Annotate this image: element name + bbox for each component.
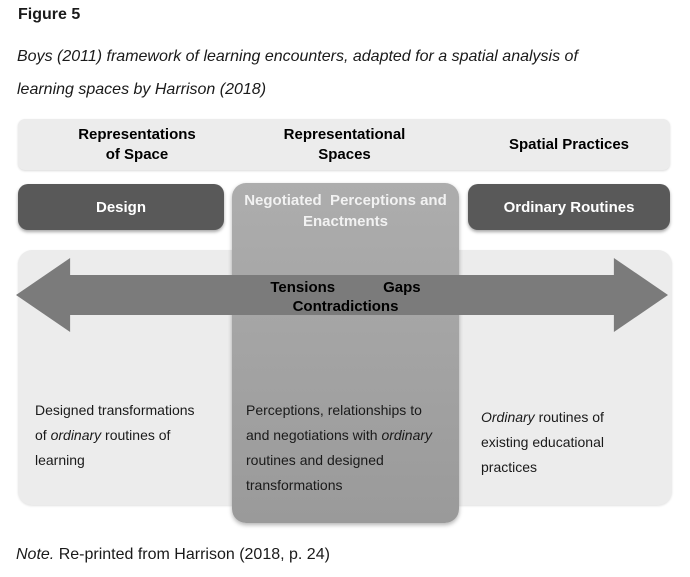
description-middle: Perceptions, relationships to and negoti… bbox=[246, 402, 433, 493]
arrow-labels-row1: Tensions Gaps bbox=[232, 278, 459, 297]
figure-note: Note. Re-printed from Harrison (2018, p.… bbox=[16, 546, 330, 563]
description-left: Designed transformations of ordinary rou… bbox=[35, 402, 195, 468]
middle-box-label: Negotiated Perceptions and Enactments bbox=[244, 192, 447, 230]
figure-caption: Boys (2011) framework of learning encoun… bbox=[17, 48, 578, 98]
design-box: Design bbox=[18, 184, 224, 230]
header-spatial-practices: Spatial Practices bbox=[508, 135, 630, 153]
header-band: Representations of Space Representationa… bbox=[18, 119, 670, 170]
description-right: Ordinary routines of existing educationa… bbox=[481, 409, 604, 475]
ordinary-routines-box: Ordinary Routines bbox=[468, 184, 670, 230]
figure-label: Figure 5 bbox=[18, 6, 81, 23]
arrow-label-contradictions: Contradictions bbox=[292, 298, 399, 315]
arrow-label-tensions: Tensions bbox=[270, 279, 336, 296]
header-representational-spaces: Representational Spaces bbox=[283, 125, 406, 163]
arrow-labels: Tensions Gaps Contradictions bbox=[232, 278, 459, 316]
arrow-label-gaps: Gaps bbox=[383, 279, 421, 296]
header-representations-of-space: Representations of Space bbox=[78, 125, 196, 163]
middle-column-panel bbox=[232, 183, 459, 523]
